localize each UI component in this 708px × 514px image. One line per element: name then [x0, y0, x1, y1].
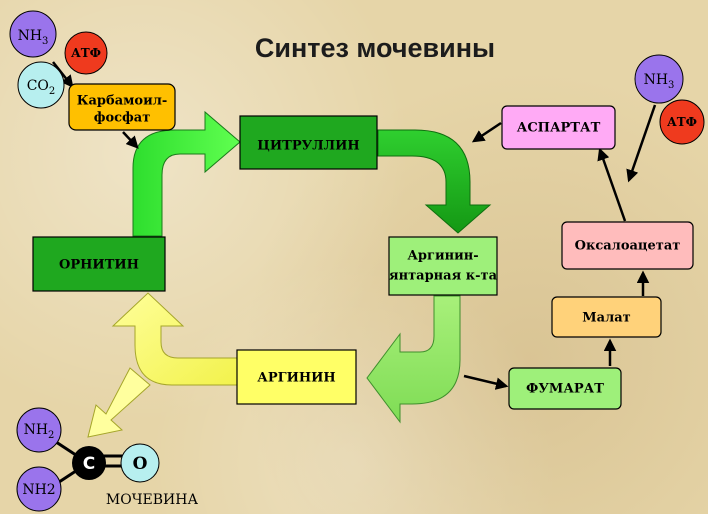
arrow-nh3-to-transamination: [626, 104, 657, 183]
arrow-citrulline-to-argininosuccinate: [377, 129, 492, 234]
arrow-argininosuccinate-to-arginine: [366, 295, 461, 424]
arrow-oxaloacetate-to-aspartate: [597, 147, 627, 222]
ornithine-label: ОРНИТИН: [59, 258, 139, 273]
svg-text:NH3: NH3: [644, 72, 675, 91]
arrow-arginine-to-ornithine: [111, 292, 238, 386]
svg-text:NH3: NH3: [18, 28, 49, 47]
diagram-title: Синтез мочевины: [255, 33, 495, 63]
oxaloacetate-label: Оксалоацетат: [575, 239, 681, 254]
fumarate-label: ФУМАРАТ: [526, 382, 604, 397]
argininosuccinate-box: Аргинин- янтарная к-та: [388, 236, 498, 296]
carbamoyl-label-line2: фосфат: [94, 111, 151, 126]
atf-circle-left: АТФ: [64, 31, 108, 75]
carbamoyl-phosphate-box: Карбамоил- фосфат: [68, 83, 176, 131]
carbamoyl-label-line1: Карбамоил-: [77, 94, 168, 109]
atf-label-left: АТФ: [71, 46, 101, 60]
arrow-cycle-to-fumarate: [463, 374, 509, 390]
svg-text:NH2: NH2: [24, 422, 55, 441]
ornithine-box: ОРНИТИН: [32, 236, 166, 292]
nh3-circle-right: NH3: [634, 54, 684, 104]
fumarate-box: ФУМАРАТ: [508, 367, 622, 410]
urea-molecule: NH2 NH2 C O: [16, 407, 160, 512]
arginine-box: АРГИНИН: [236, 349, 357, 405]
nh2-bottom-atom: NH2: [16, 466, 62, 512]
arrow-arginine-to-urea: [87, 367, 151, 438]
argininosuccinate-label-line2: янтарная к-та: [389, 269, 498, 284]
aspartate-label: АСПАРТАТ: [517, 121, 601, 136]
citrulline-label: ЦИТРУЛЛИН: [257, 139, 359, 154]
co2-circle: CO2: [17, 61, 65, 109]
nh2-bottom-label: NH2: [22, 482, 55, 498]
arginine-label: АРГИНИН: [257, 371, 335, 386]
arrow-nh3-to-carbamoyl: [52, 61, 74, 88]
malate-box: Малат: [551, 296, 662, 338]
arrow-carbamoyl-to-citrulline-path: [122, 131, 139, 149]
carbon-atom: C: [72, 446, 106, 480]
svg-text:CO2: CO2: [27, 78, 56, 97]
carbon-label: C: [83, 454, 95, 474]
aspartate-box: АСПАРТАТ: [501, 105, 616, 150]
oxaloacetate-box: Оксалоацетат: [561, 221, 694, 270]
urea-label: МОЧЕВИНА: [106, 492, 199, 508]
atf-label-right: АТФ: [667, 115, 697, 129]
malate-label: Малат: [582, 311, 630, 326]
oxygen-atom: O: [120, 443, 160, 483]
nh3-circle-left: NH3: [9, 10, 57, 58]
citrulline-box: ЦИТРУЛЛИН: [239, 115, 378, 170]
arrow-aspartate-to-cycle: [471, 121, 502, 143]
oxygen-label: O: [133, 454, 148, 474]
atf-circle-right: АТФ: [659, 99, 705, 145]
argininosuccinate-label-line1: Аргинин-: [407, 249, 478, 264]
nh2-top-atom: NH2: [16, 407, 62, 453]
